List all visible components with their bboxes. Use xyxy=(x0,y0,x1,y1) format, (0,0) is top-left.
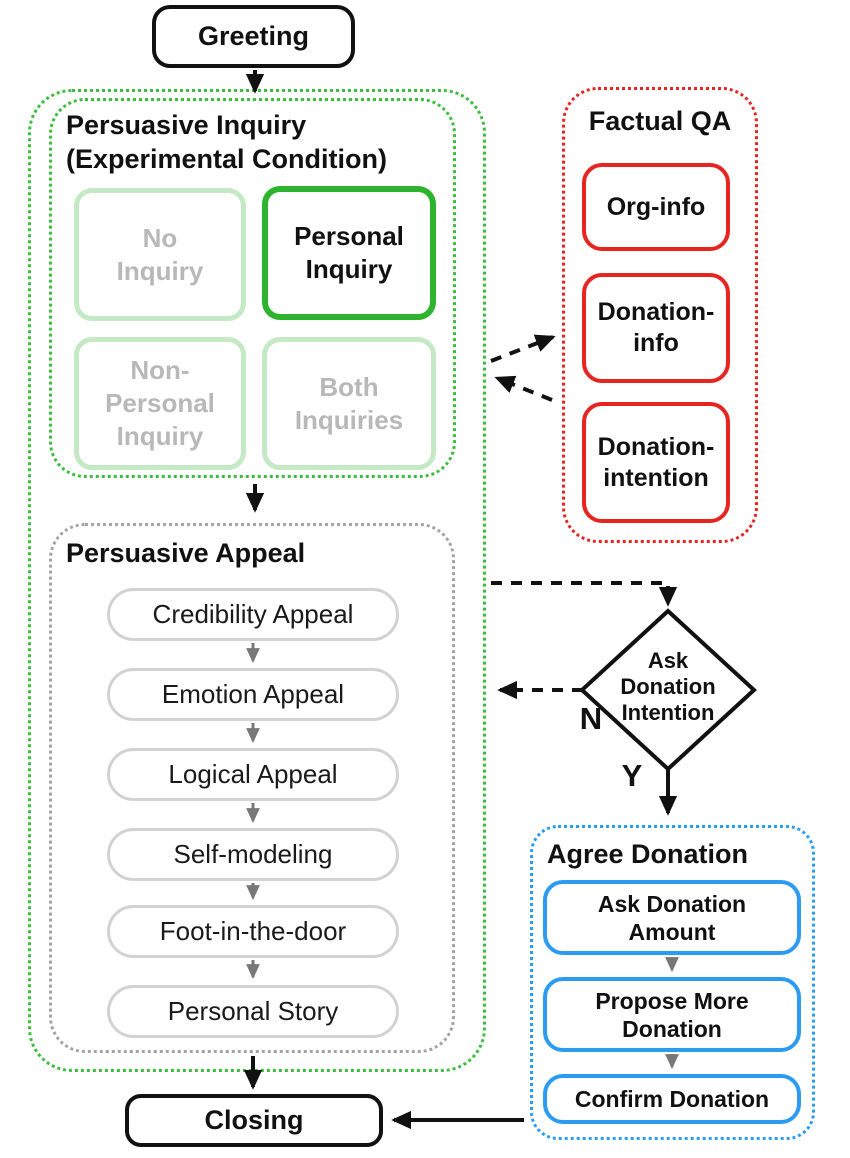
dashed-arrow-inquiry-to-factualqa-icon xyxy=(490,334,556,363)
option-both-inquiries: Both Inquiries xyxy=(262,337,436,470)
decision-ask-donation-intention-label: Ask Donation Intention xyxy=(620,648,716,725)
decision-branch-no-label: N xyxy=(579,701,603,736)
qa-item-donation-info: Donation- info xyxy=(582,273,730,383)
agree-step-propose-more-donation: Propose More Donation xyxy=(543,977,801,1052)
option-no-inquiry: No Inquiry xyxy=(74,188,246,321)
persuasive-appeal-group xyxy=(49,523,455,1053)
appeal-step-personal-story: Personal Story xyxy=(107,985,399,1038)
appeal-step-self-modeling: Self-modeling xyxy=(107,828,399,881)
qa-item-donation-intention: Donation- intention xyxy=(582,402,730,523)
factual-qa-group xyxy=(562,87,758,543)
agree-donation-group xyxy=(530,825,815,1140)
persuasive-appeal-title: Persuasive Appeal xyxy=(66,538,306,568)
agree-step-confirm-donation: Confirm Donation xyxy=(543,1074,801,1124)
option-personal-inquiry: Personal Inquiry xyxy=(262,186,436,320)
agree-donation-title: Agree Donation xyxy=(547,839,749,869)
persuasive-inquiry-group xyxy=(49,98,456,478)
decision-branch-yes-label: Y xyxy=(621,758,643,793)
persuasive-inquiry-title: Persuasive Inquiry (Experimental Conditi… xyxy=(66,110,388,174)
qa-item-org-info: Org-info xyxy=(582,163,730,251)
greeting-node: Greeting xyxy=(152,5,355,68)
appeal-step-credibility: Credibility Appeal xyxy=(107,588,399,641)
option-non-personal-inquiry: Non- Personal Inquiry xyxy=(74,337,246,470)
closing-node: Closing xyxy=(125,1094,383,1147)
factual-qa-title: Factual QA xyxy=(588,106,732,136)
appeal-step-emotion: Emotion Appeal xyxy=(107,668,399,721)
dashed-arrow-factualqa-to-inquiry-icon xyxy=(494,375,553,402)
agree-step-ask-donation-amount: Ask Donation Amount xyxy=(543,880,801,955)
dashed-arrow-appeal-to-decision-icon xyxy=(491,581,678,607)
appeal-step-foot-in-the-door: Foot-in-the-door xyxy=(107,905,399,958)
appeal-step-logical: Logical Appeal xyxy=(107,748,399,801)
